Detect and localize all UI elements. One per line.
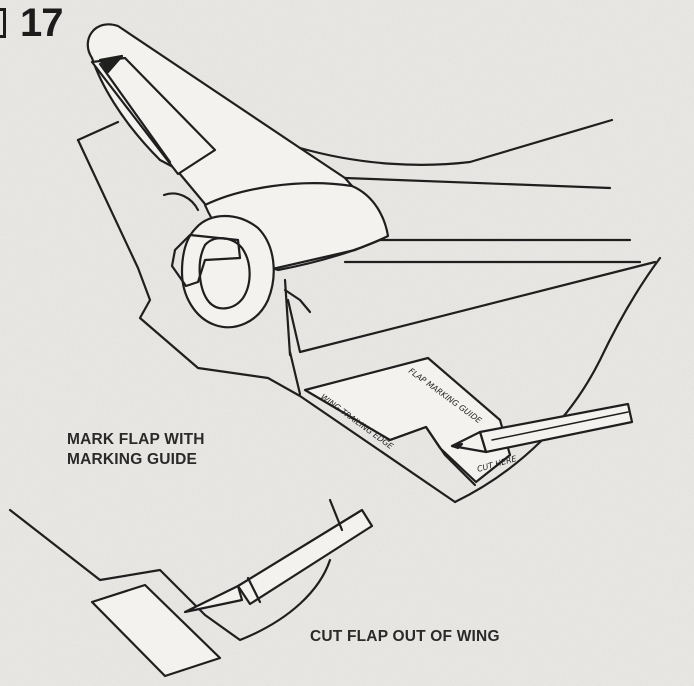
flap-outline <box>388 425 477 487</box>
fuselage-lower-flap <box>283 278 292 357</box>
knife-blade <box>183 584 244 614</box>
knife-handle <box>236 508 374 606</box>
engine-nozzle-inner <box>198 237 251 310</box>
caption-mark-flap-line-1: MARK FLAP WITH <box>67 431 205 448</box>
pencil-body <box>478 402 634 454</box>
engine-bracket <box>283 288 312 314</box>
cut-wing-outline <box>8 508 332 642</box>
knife-back <box>328 498 344 532</box>
caption-cut-flap: CUT FLAP OUT OF WING <box>310 628 500 645</box>
caption-mark-flap-line-2: MARKING GUIDE <box>67 451 198 468</box>
cut-flap-piece <box>90 583 222 678</box>
engine-mount <box>162 192 200 212</box>
wing-leading-outline <box>76 120 120 142</box>
pencil-lead <box>450 442 464 450</box>
rudder-detail <box>98 62 172 164</box>
step-number-bracket <box>0 8 6 38</box>
engine-bell-detail <box>170 233 242 288</box>
wing-inner-edge <box>288 350 302 396</box>
wing-trailing-curve <box>453 256 662 504</box>
fuselage-bottom <box>286 260 657 354</box>
rudder-tip <box>98 54 124 74</box>
tail-fin <box>86 23 354 212</box>
fuselage-top <box>298 118 614 166</box>
caption-mark-flap: MARK FLAP WITH MARKING GUIDE <box>67 430 205 470</box>
step-number: 17 <box>20 1 63 45</box>
wing-left-edge <box>76 138 457 504</box>
pencil-ridge <box>491 411 629 441</box>
oms-pod-lower <box>266 238 382 272</box>
fuselage-line-2 <box>343 176 612 190</box>
knife-collar <box>246 576 262 604</box>
